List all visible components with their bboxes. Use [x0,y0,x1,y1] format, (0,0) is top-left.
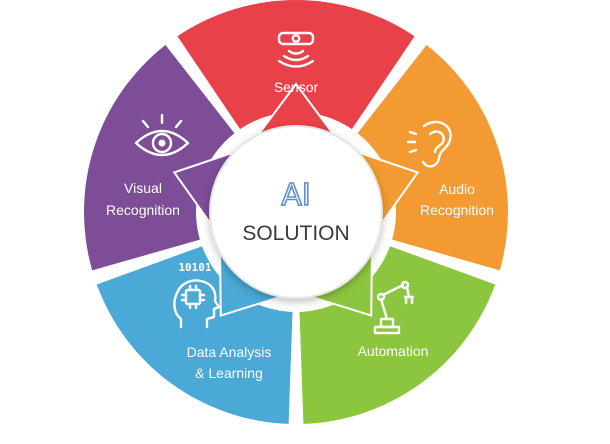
automation-label: Automation [358,343,429,359]
center-subtitle: SOLUTION [242,222,349,245]
segment-visual [83,44,235,271]
segment-ring [83,0,508,424]
visual-label-line1: Visual [124,180,162,196]
audio-label-line1: Audio [439,181,475,197]
segment-sensor [177,0,415,130]
sensor-icon [277,31,315,68]
center-hub [209,125,383,299]
segment-data [96,246,293,424]
sensor-label: Sensor [274,79,319,95]
data-label-line1: Data Analysis [187,344,272,360]
segment-automation [299,246,496,424]
eye-icon [134,113,190,157]
visual-label-line2: Recognition [106,202,180,218]
segment-audio [357,44,508,271]
data-label-line2: & Learning [195,365,263,381]
audio-label-line2: Recognition [420,202,494,218]
binary-label: 10101 [178,261,211,274]
center-title: AI [281,178,310,213]
ear-icon [406,120,452,168]
robot-arm-icon [373,280,415,335]
brain-chip-icon: 10101 [173,261,221,329]
